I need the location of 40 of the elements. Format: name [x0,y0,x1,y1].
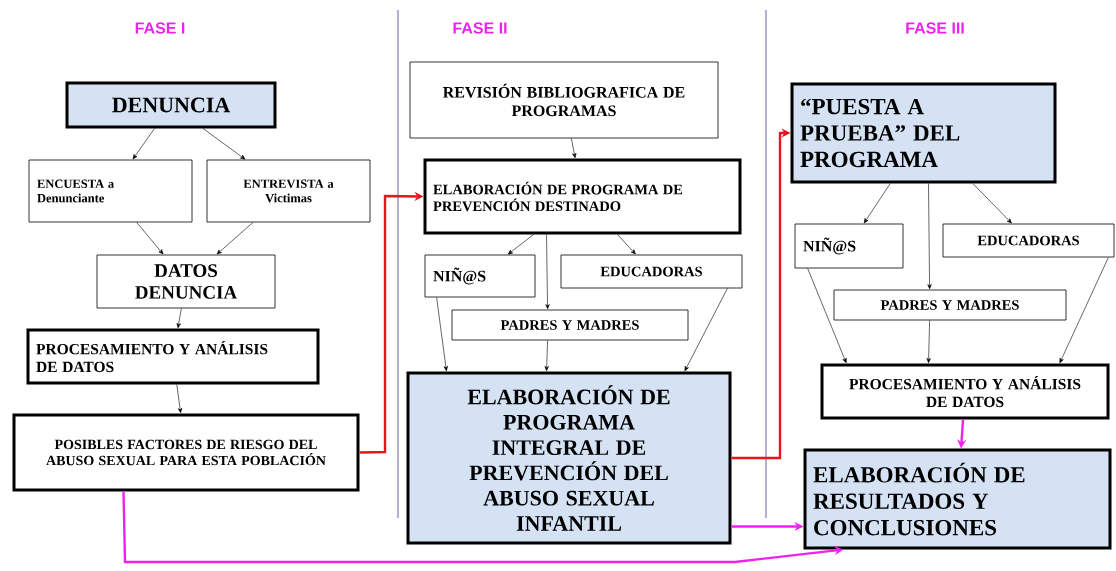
process-box: NIÑ@S [794,223,904,269]
arrow [176,384,183,414]
process-box: DENUNCIA [65,81,277,129]
process-box: “PUESTA A PRUEBA” DEL PROGRAMA [790,82,1057,184]
arrow [927,183,932,290]
process-box: PROCESAMIENTO Y ANÁLISIS DE DATOS [26,328,320,385]
process-box: EDUCADORAS [942,223,1115,258]
arrow [684,288,728,372]
arrow [571,138,577,159]
arrow [507,234,534,255]
phase-heading: FASE III [906,22,964,34]
arrow [926,320,931,364]
process-box: PROCESAMIENTO Y ANÁLISIS DE DATOS [820,363,1110,420]
process-box: REVISIÓN BIBLIOGRAFICA DE PROGRAMAS [409,61,719,139]
arrow [863,183,891,224]
arrow [132,128,155,160]
process-box: ENCUESTA a Denunciante [28,159,193,223]
arrow [1059,257,1109,364]
arrow [545,234,550,310]
process-box: ELABORACIÓN DE RESULTADOS Y CONCLUSIONES [803,448,1112,550]
phase-heading: FASE II [453,22,507,34]
arrow [436,297,448,372]
arrow [176,308,182,329]
process-box: PADRES Y MADRES [451,309,689,341]
arrow [216,222,254,255]
process-box: PADRES Y MADRES [833,289,1067,321]
arrow [202,128,246,160]
arrow [544,340,549,372]
process-box: ELABORACIÓN DE PROGRAMA INTEGRAL DE PREVENCIÓN DEL ABUSO SEXUAL INFANTIL [406,371,732,545]
process-box: EDUCADORAS [560,254,743,289]
process-box: ENTREVISTA a Victimas [206,159,371,223]
process-box: NIÑ@S [424,254,536,298]
phase-heading: FASE I [135,22,185,34]
process-box: ELABORACIÓN DE PROGRAMA DE PREVENCIÓN DESTINADO [423,158,742,235]
arrow [972,183,1012,224]
process-box: DATOS DENUNCIA [96,254,276,309]
arrow [807,268,847,364]
arrow [617,234,636,255]
process-box: POSIBLES FACTORES DE RIESGO DEL ABUSO SEXUAL PARA ESTA POBLACIÓN [12,413,360,492]
arrow [136,222,164,255]
